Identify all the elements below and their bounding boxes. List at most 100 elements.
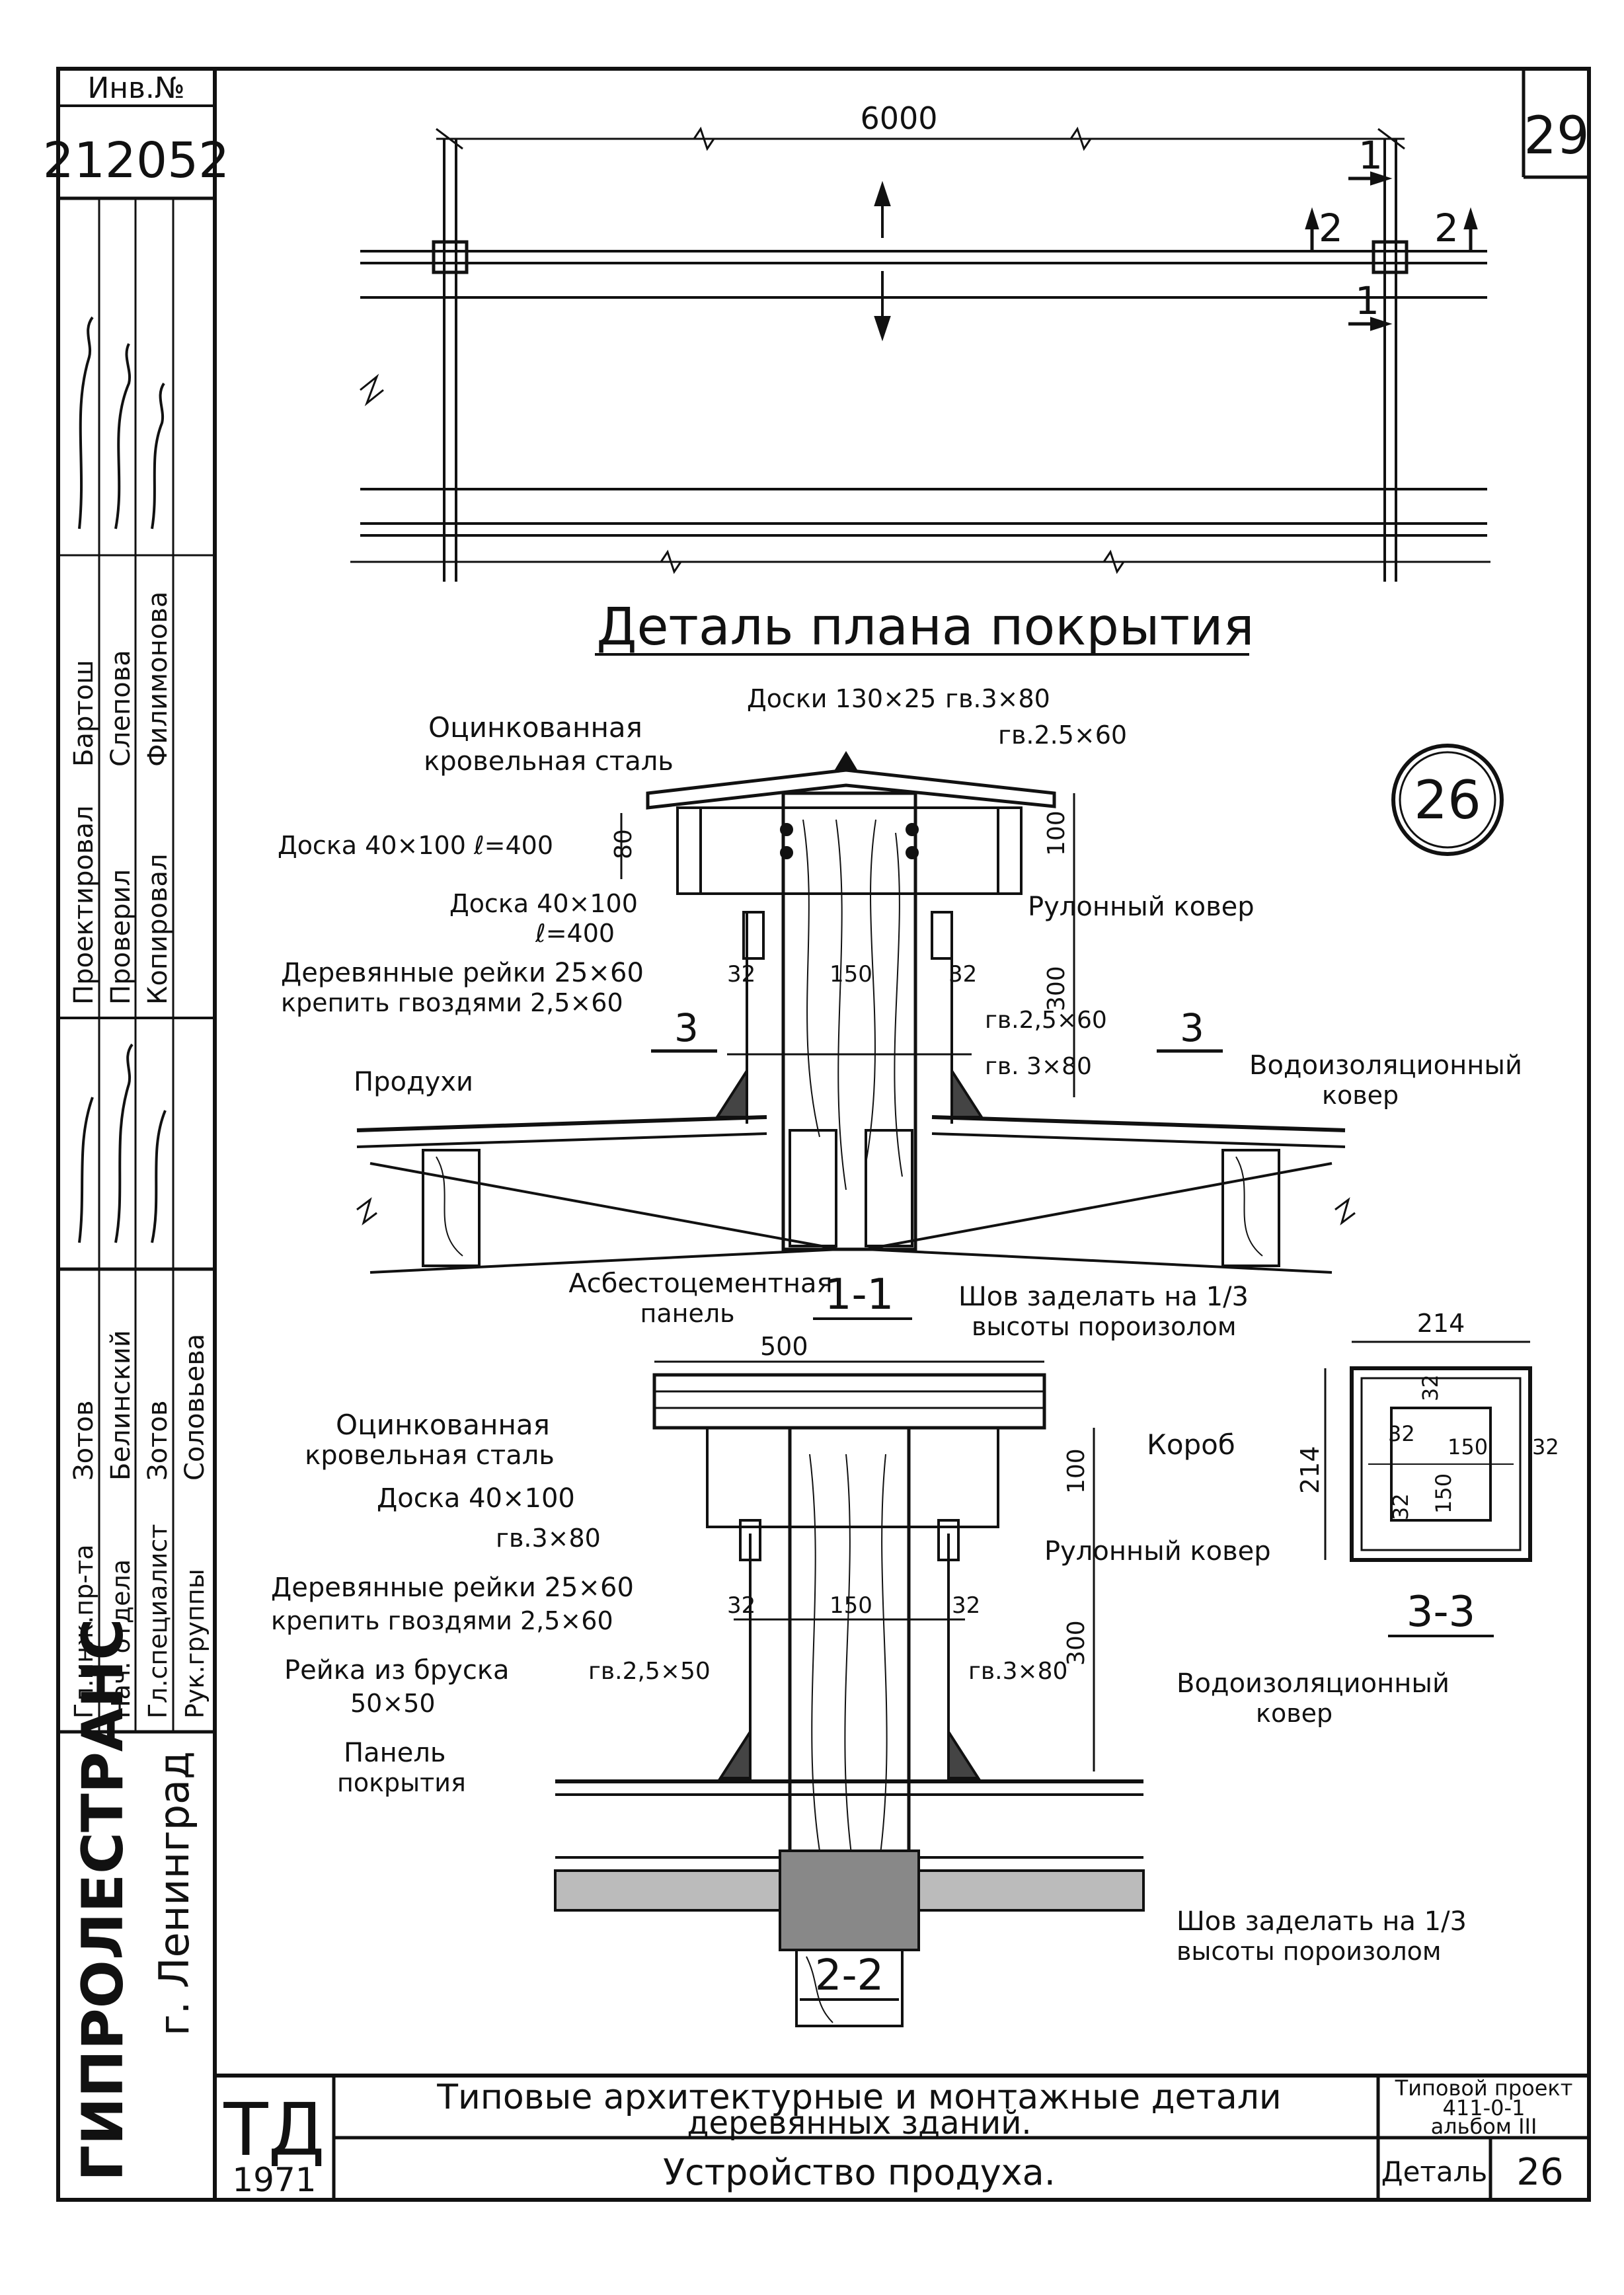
s22-nail-3x80: гв.3×80 xyxy=(496,1524,601,1553)
s11-waterproof: Водоизоляционный xyxy=(1249,1050,1522,1081)
s11-rails: Деревянные рейки 25×60 xyxy=(281,958,644,988)
left-stamp xyxy=(58,104,215,1734)
stamp-project-label: Типовой проект xyxy=(1395,2076,1573,2101)
s11-rails-2: крепить гвоздями 2,5×60 xyxy=(281,988,623,1017)
name-designed: Бартош xyxy=(69,660,99,767)
s33-dim-150b: 150 xyxy=(1431,1473,1456,1514)
plan-section-1-top: 1 xyxy=(1358,133,1383,178)
stamp-td: ТД xyxy=(223,2087,325,2172)
s11-dim-100: 100 xyxy=(1043,810,1070,856)
org-city: г. Ленинград xyxy=(150,1751,198,2036)
sheet-number: 29 xyxy=(1524,106,1589,166)
role-head-dept: Нач. отдела xyxy=(106,1559,135,1719)
stamp-title-line1: Типовые архитектурные и монтажные детали xyxy=(436,2078,1281,2117)
s11-dim-32b: 32 xyxy=(948,961,977,988)
section-2-2-drawing xyxy=(554,1360,1145,2027)
name-zotov-1: Зотов xyxy=(69,1401,99,1481)
s33-dim-32-right: 32 xyxy=(1532,1434,1559,1459)
s11-boards: Доски 130×25 xyxy=(747,684,936,713)
s11-nail-3x80-b: гв. 3×80 xyxy=(985,1053,1092,1080)
s11-seam-2: высоты пороизолом xyxy=(972,1312,1237,1341)
stamp-detail-number: 26 xyxy=(1516,2151,1563,2194)
role-specialist: Гл.специалист xyxy=(143,1524,173,1719)
stamp-year: 1971 xyxy=(232,2161,316,2199)
s11-asbestos: Асбестоцементная xyxy=(568,1268,832,1299)
s22-seam: Шов заделать на 1/3 xyxy=(1177,1906,1467,1937)
name-copied: Филимонова xyxy=(143,592,173,767)
plan-section-2-left: 2 xyxy=(1319,206,1343,251)
role-designed: Проектировал xyxy=(69,805,99,1005)
s22-rails: Деревянные рейки 25×60 xyxy=(271,1573,634,1603)
name-belinsky: Белинский xyxy=(106,1330,136,1481)
signatures xyxy=(78,316,167,1243)
role-chief-engineer: Гл.инж.пр-та xyxy=(69,1545,98,1719)
section-1-1-drawing xyxy=(356,751,1356,1274)
stamp-title-line2: деревянных зданий. xyxy=(687,2105,1031,2142)
s22-zinc-steel: Оцинкованная xyxy=(336,1409,550,1441)
s33-dim-w214: 214 xyxy=(1417,1309,1465,1338)
s11-dim-32a: 32 xyxy=(727,961,755,988)
s11-zinc-steel: Оцинкованная xyxy=(428,711,642,744)
s22-rails-2: крепить гвоздями 2,5×60 xyxy=(271,1606,613,1635)
s11-board-b: Доска 40×100 xyxy=(449,889,638,918)
s22-seam-2: высоты пороизолом xyxy=(1177,1937,1442,1966)
s11-title: 1-1 xyxy=(825,1270,894,1319)
plan-drawing xyxy=(350,126,1490,582)
inventory-label: Инв.№ xyxy=(87,71,184,105)
s22-dim-32b: 32 xyxy=(952,1592,980,1619)
s11-roll-carpet: Рулонный ковер xyxy=(1028,892,1255,922)
s22-nail-25x50: гв.2,5×50 xyxy=(588,1658,711,1685)
org-name: ГИПРОЛЕСТРАНС xyxy=(70,1618,136,2181)
plan-dimension: 6000 xyxy=(860,100,937,136)
s11-nail-25x60: гв.2.5×60 xyxy=(998,720,1127,750)
s11-dim-300: 300 xyxy=(1043,966,1070,1011)
s22-panel-2: покрытия xyxy=(337,1768,466,1797)
plan-section-2-right: 2 xyxy=(1434,206,1459,251)
s22-nail-3x80-b: гв.3×80 xyxy=(968,1658,1067,1685)
s33-dim-32-top: 32 xyxy=(1418,1374,1443,1401)
s22-rail-bar: Рейка из бруска xyxy=(284,1655,510,1686)
stamp-subtitle: Устройство продуха. xyxy=(663,2152,1056,2193)
s11-board-b2: ℓ=400 xyxy=(535,919,615,948)
s33-title: 3-3 xyxy=(1407,1588,1476,1637)
s33-label: Короб xyxy=(1147,1428,1235,1461)
stamp-names-upper: Проектировал Проверил Копировал Бартош С… xyxy=(69,592,173,1005)
s22-waterproof-2: ковер xyxy=(1256,1699,1333,1728)
sheet-frame xyxy=(56,67,1591,2202)
s11-dim-80: 80 xyxy=(610,829,637,859)
role-checked: Проверил xyxy=(106,869,136,1005)
detail-badge-circle xyxy=(1391,744,1504,856)
s11-nail-25x60-b: гв.2,5×60 xyxy=(985,1007,1107,1034)
s33-dim-32-bottom: 32 xyxy=(1388,1493,1413,1520)
s11-waterproof-2: ковер xyxy=(1322,1081,1399,1110)
plan-title: Деталь плана покрытия xyxy=(597,598,1255,657)
s22-zinc-steel-2: кровельная сталь xyxy=(305,1440,555,1471)
plan-section-1-bottom: 1 xyxy=(1355,278,1379,323)
section-3-3-drawing xyxy=(1324,1341,1532,1562)
stamp-album: альбом III xyxy=(1431,2114,1537,2139)
s22-dim-100: 100 xyxy=(1063,1448,1090,1494)
name-solovieva: Соловьева xyxy=(180,1334,210,1481)
s22-board: Доска 40×100 xyxy=(377,1483,575,1514)
role-group-lead: Рук.группы xyxy=(180,1569,210,1719)
s11-dim-150: 150 xyxy=(830,961,872,988)
s11-vents: Продухи xyxy=(354,1067,473,1097)
s22-rail-bar-2: 50×50 xyxy=(350,1689,436,1718)
stamp-project-number: 411-0-1 xyxy=(1443,2095,1526,2120)
s22-dim-32a: 32 xyxy=(727,1592,755,1619)
s11-asbestos-2: панель xyxy=(640,1299,734,1328)
detail-badge-inner xyxy=(1399,751,1496,849)
s11-board-a: Доска 40×100 ℓ=400 xyxy=(278,831,553,860)
role-copied: Копировал xyxy=(143,853,173,1005)
s11-nail-3x80: гв.3×80 xyxy=(945,684,1050,713)
s33-dim-h214: 214 xyxy=(1295,1446,1325,1494)
s22-dim-300: 300 xyxy=(1063,1620,1090,1666)
s22-waterproof: Водоизоляционный xyxy=(1177,1668,1450,1699)
s22-dim-150: 150 xyxy=(830,1592,872,1619)
name-zotov-2: Зотов xyxy=(143,1401,173,1481)
s22-panel: Панель xyxy=(344,1738,446,1768)
s11-cut-3-left: 3 xyxy=(674,1005,699,1050)
s11-cut-3-right: 3 xyxy=(1180,1005,1204,1050)
inventory-number: 212052 xyxy=(43,132,230,189)
